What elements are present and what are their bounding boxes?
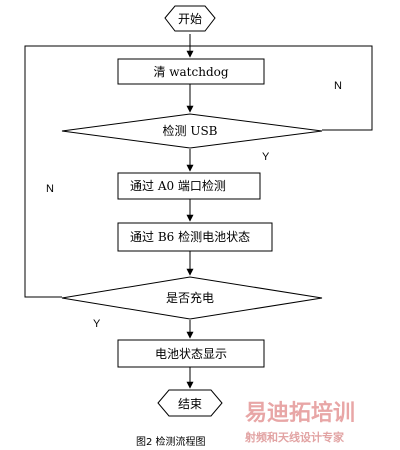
node-detect-a0-label: 通过 A0 端口检测 bbox=[130, 178, 226, 193]
node-clear-watchdog: 清 watchdog bbox=[117, 58, 265, 85]
node-show-status: 电池状态显示 bbox=[117, 339, 265, 368]
node-end-label: 结束 bbox=[178, 397, 202, 411]
node-detect-usb: 检测 USB bbox=[61, 113, 323, 149]
branch-label-usb-no: N bbox=[334, 80, 342, 92]
edges bbox=[24, 34, 373, 389]
watermark: 易迪拓培训 射频和天线设计专家 bbox=[244, 400, 355, 444]
node-end: 结束 bbox=[157, 389, 223, 417]
branch-label-charge-no: N bbox=[46, 183, 54, 195]
edge-usb-no-loop bbox=[190, 45, 373, 131]
edge-charge-no-loop bbox=[24, 45, 190, 298]
node-is-charging-label: 是否充电 bbox=[166, 290, 214, 305]
node-detect-a0: 通过 A0 端口检测 bbox=[117, 172, 261, 200]
node-detect-b6: 通过 B6 检测电池状态 bbox=[117, 222, 273, 252]
branch-label-usb-yes: Y bbox=[262, 151, 270, 163]
watermark-tagline: 射频和天线设计专家 bbox=[244, 430, 345, 444]
watermark-brand: 易迪拓培训 bbox=[245, 400, 355, 426]
node-clear-watchdog-label: 清 watchdog bbox=[153, 65, 228, 79]
node-start: 开始 bbox=[164, 5, 216, 32]
node-start-label: 开始 bbox=[178, 12, 202, 26]
branch-label-charge-yes: Y bbox=[93, 318, 101, 330]
node-is-charging: 是否充电 bbox=[61, 276, 323, 320]
figure-caption: 图2 检测流程图 bbox=[136, 435, 206, 448]
node-detect-b6-label: 通过 B6 检测电池状态 bbox=[130, 229, 250, 244]
node-detect-usb-label: 检测 USB bbox=[163, 123, 218, 138]
node-show-status-label: 电池状态显示 bbox=[155, 347, 227, 361]
